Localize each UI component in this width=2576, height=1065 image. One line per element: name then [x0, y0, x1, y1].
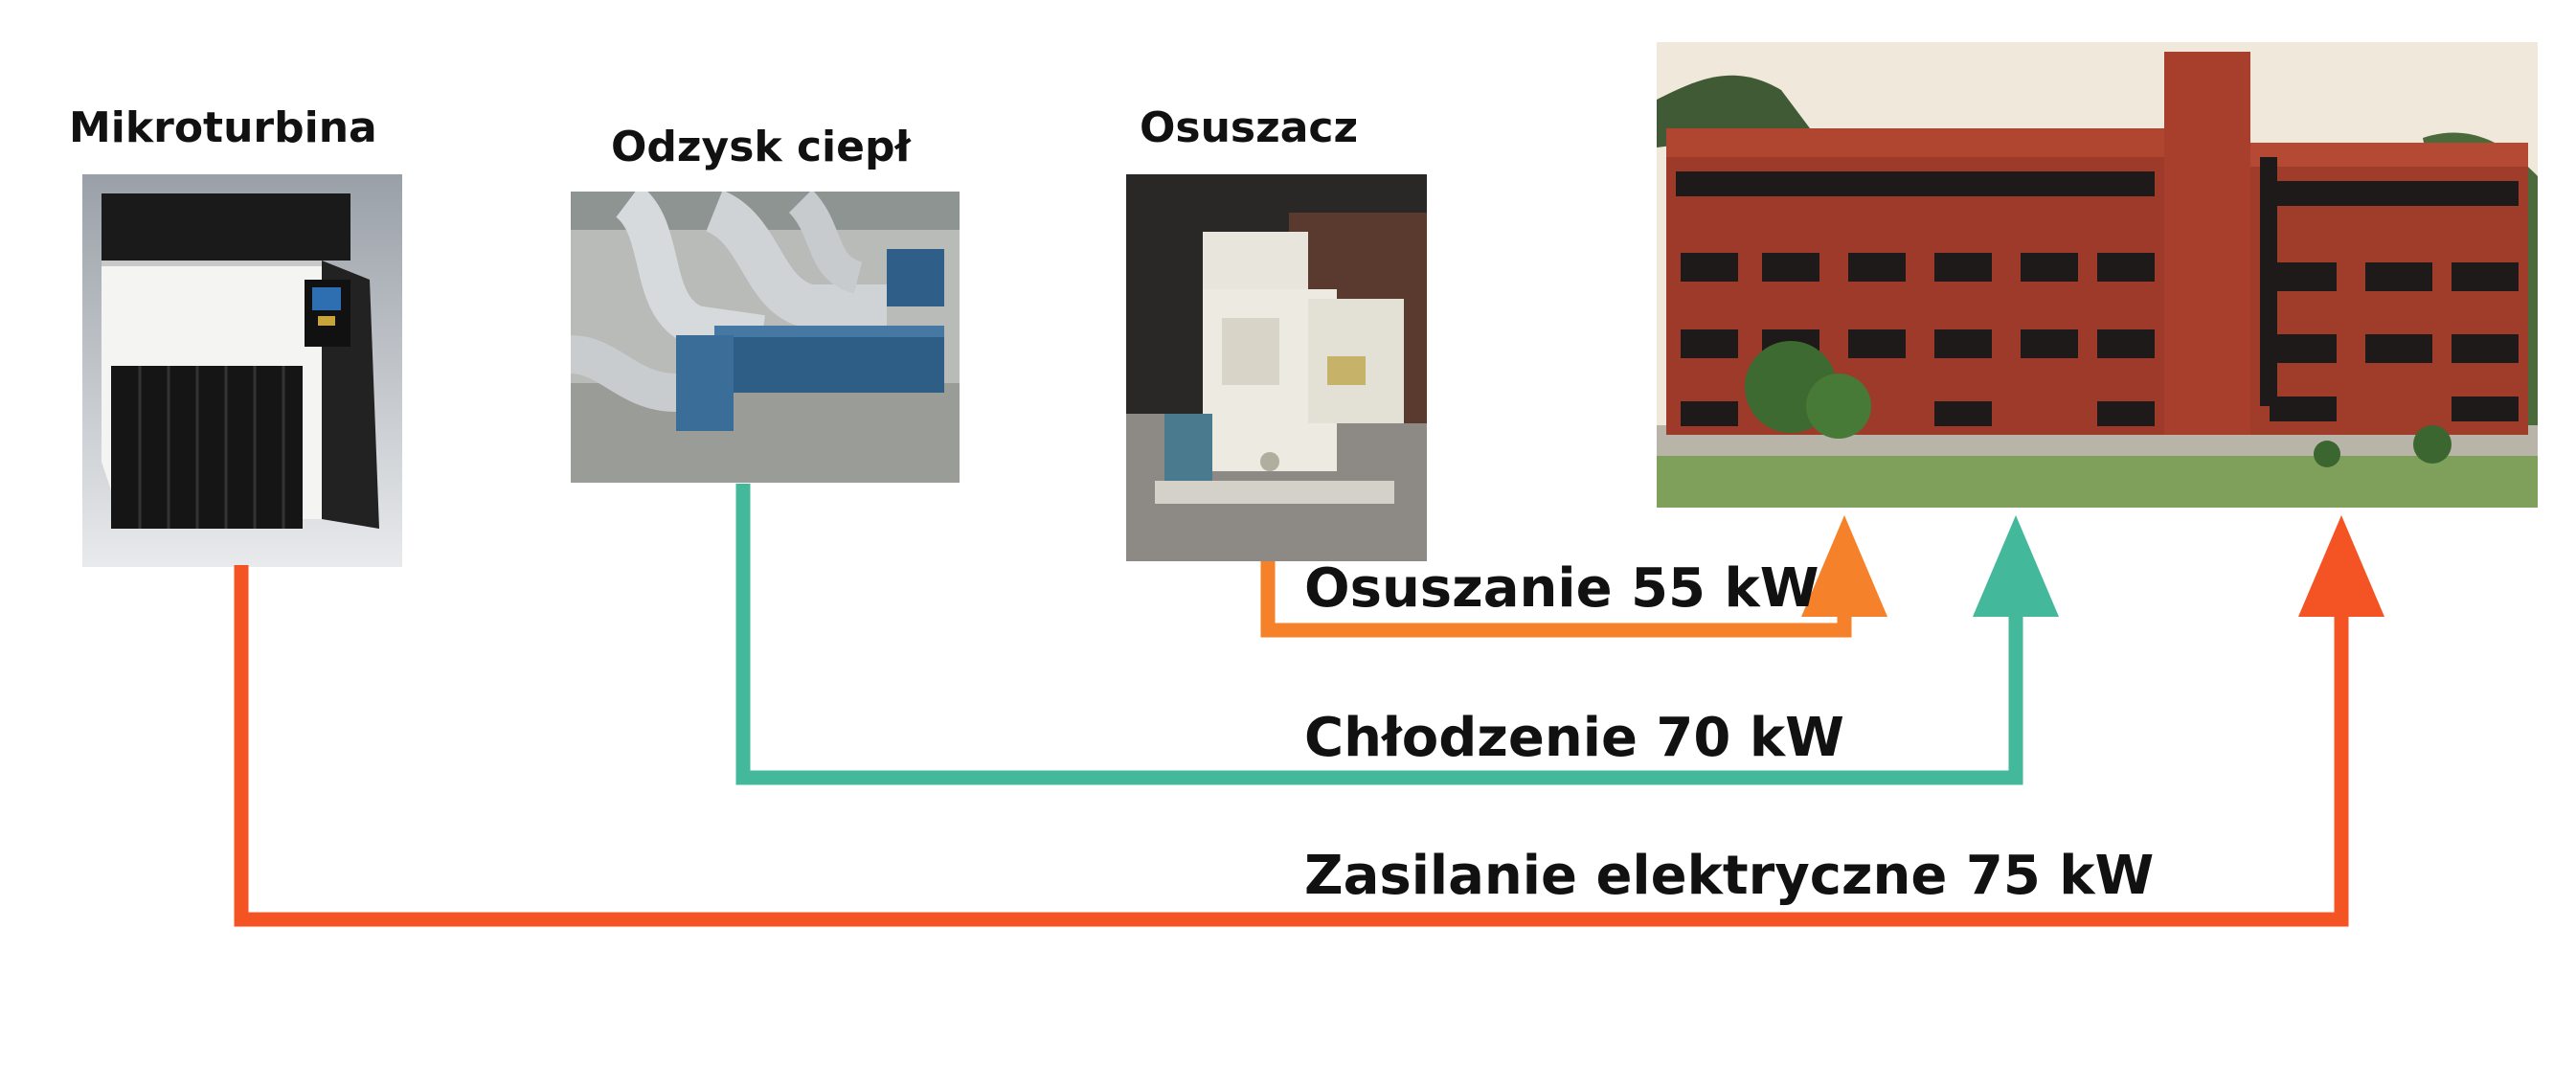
power-flow-arrowhead	[2298, 515, 2384, 617]
cooling-flow-line	[735, 484, 2023, 785]
heat-recovery-ducts-icon	[571, 192, 960, 483]
microturbine-unit-icon	[82, 174, 402, 567]
power-flow-label: Zasilanie elektryczne 75 kW	[1304, 845, 2155, 907]
cooling-flow-label: Chłodzenie 70 kW	[1304, 707, 1844, 769]
microturbine-label: Mikroturbina	[69, 103, 377, 152]
dehumidification-flow-label: Osuszanie 55 kW	[1304, 557, 1819, 620]
microturbine-image	[82, 174, 402, 567]
heat-recovery-label: Odzysk ciepł	[611, 123, 911, 171]
dehumidification-flow-arrowhead	[1801, 515, 1887, 617]
dehumidifier-image	[1126, 174, 1427, 561]
dehumidifier-unit-icon	[1126, 174, 1427, 561]
cooling-flow-arrowhead	[1973, 515, 2059, 617]
office-building-icon	[1657, 42, 2538, 508]
building-image	[1657, 42, 2538, 508]
dehumidification-flow-line	[1260, 561, 1852, 638]
dehumidifier-label: Osuszacz	[1140, 103, 1359, 152]
heat-recovery-image	[571, 192, 960, 483]
power-flow-line	[234, 565, 2349, 927]
